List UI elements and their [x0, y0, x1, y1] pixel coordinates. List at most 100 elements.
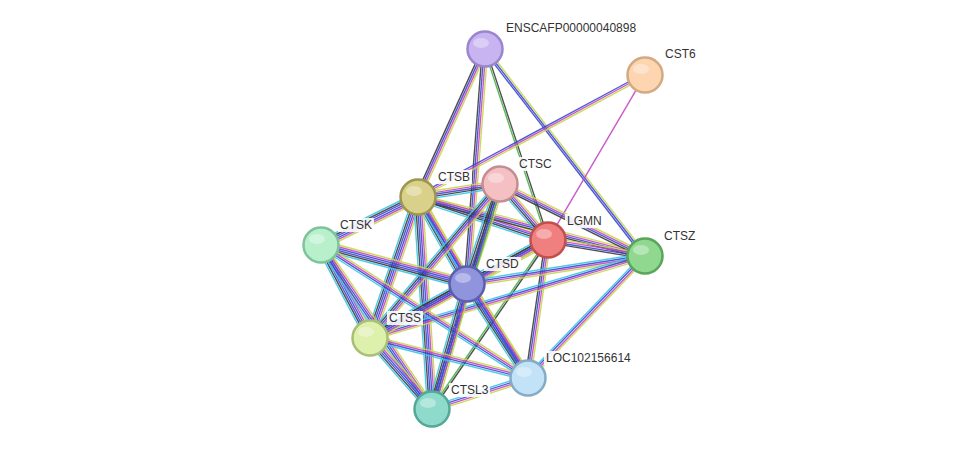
node-label: CST6 — [663, 47, 698, 61]
protein-node: CTSB — [399, 178, 437, 216]
evidence-line — [479, 297, 522, 363]
protein-node: CST6 — [626, 56, 664, 94]
evidence-line — [542, 270, 636, 368]
evidence-line — [335, 202, 402, 235]
node-label: CTSS — [387, 311, 423, 325]
protein-node: CTSL3 — [413, 390, 451, 428]
interaction-edge — [447, 381, 512, 407]
evidence-line — [383, 288, 450, 326]
evidence-line — [332, 258, 424, 394]
evidence-line — [423, 63, 476, 180]
node-label: CTSL3 — [449, 383, 490, 397]
evidence-line — [426, 65, 479, 182]
evidence-line — [387, 296, 454, 334]
protein-node: CTSD — [448, 265, 486, 303]
node-circle — [351, 319, 389, 357]
node-circle — [302, 226, 340, 264]
evidence-line — [435, 188, 483, 196]
evidence-line — [480, 244, 531, 272]
evidence-line — [480, 296, 523, 362]
node-label: LOC102156614 — [544, 351, 633, 365]
node-circle — [626, 237, 664, 275]
evidence-line — [338, 209, 405, 242]
node-label: CTSD — [484, 257, 521, 271]
evidence-line — [434, 85, 631, 191]
interaction-edge — [384, 246, 535, 332]
evidence-line — [387, 340, 512, 372]
interaction-edge — [378, 348, 424, 399]
evidence-line — [387, 263, 629, 335]
evidence-line — [477, 298, 520, 363]
node-label: ENSCAFP00000040898 — [504, 21, 638, 35]
evidence-line — [386, 343, 511, 375]
node-label: LGMN — [565, 214, 604, 228]
evidence-line — [378, 354, 418, 399]
protein-node: LGMN — [529, 221, 567, 259]
interaction-edge — [473, 296, 523, 366]
protein-node: LOC102156614 — [509, 359, 547, 397]
evidence-line — [538, 266, 632, 364]
evidence-line — [334, 201, 401, 234]
evidence-line — [433, 83, 630, 189]
evidence-line — [473, 301, 516, 367]
evidence-line — [387, 341, 512, 373]
evidence-line — [508, 199, 534, 229]
evidence-line — [429, 210, 521, 362]
protein-node: CTSC — [481, 165, 519, 203]
protein-node: CTSS — [351, 319, 389, 357]
node-circle — [466, 30, 504, 68]
evidence-line — [436, 300, 462, 392]
evidence-line — [384, 290, 451, 328]
protein-node: CTSZ — [626, 237, 664, 275]
evidence-line — [539, 268, 633, 366]
node-label: CTSC — [517, 157, 554, 171]
node-circle — [529, 221, 567, 259]
interaction-edge — [423, 63, 481, 182]
interaction-edge — [328, 257, 426, 397]
interaction-edge — [432, 299, 466, 394]
evidence-line — [386, 295, 453, 333]
protein-node: CTSK — [302, 226, 340, 264]
protein-node: ENSCAFP00000040898 — [466, 30, 504, 68]
evidence-line — [336, 204, 403, 237]
evidence-line — [385, 348, 425, 393]
evidence-line — [424, 64, 477, 181]
node-circle — [448, 265, 486, 303]
evidence-line — [384, 292, 451, 329]
node-label: CTSZ — [662, 229, 697, 243]
node-circle — [413, 390, 451, 428]
evidence-line — [540, 269, 634, 367]
interaction-edge — [383, 288, 455, 333]
evidence-line — [439, 301, 465, 393]
evidence-line — [474, 300, 517, 366]
node-circle — [399, 178, 437, 216]
evidence-line — [382, 350, 422, 395]
evidence-line — [337, 207, 404, 240]
evidence-line — [447, 381, 511, 402]
interaction-edge — [325, 258, 366, 325]
evidence-line — [385, 249, 533, 331]
evidence-line — [334, 257, 426, 393]
evidence-line — [434, 300, 460, 392]
evidence-line — [379, 353, 419, 398]
evidence-line — [432, 82, 629, 188]
interaction-edge — [538, 266, 635, 367]
evidence-line — [476, 299, 519, 364]
evidence-line — [383, 349, 423, 394]
evidence-line — [438, 301, 464, 393]
interaction-edge — [557, 90, 637, 226]
node-label: CTSK — [338, 218, 374, 232]
evidence-line — [385, 293, 452, 330]
interaction-edge — [334, 201, 405, 242]
evidence-line — [338, 247, 451, 277]
node-circle — [509, 359, 547, 397]
evidence-line — [435, 187, 483, 195]
evidence-line — [432, 299, 458, 391]
node-circle — [481, 165, 519, 203]
evidence-line — [448, 382, 512, 403]
evidence-line — [435, 190, 483, 198]
node-label: CTSB — [436, 170, 472, 184]
node-circle — [626, 56, 664, 94]
evidence-line — [557, 90, 637, 226]
